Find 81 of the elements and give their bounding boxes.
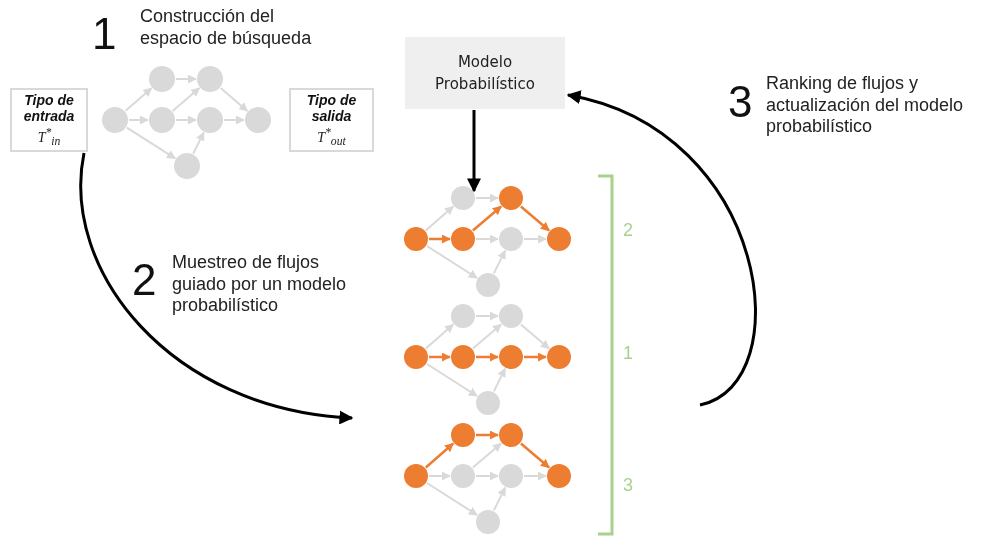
arrow [424, 205, 455, 232]
step-text: Muestreo de flujos guiado por un modelo probabilístico [172, 252, 348, 317]
step-text: Construcción del espacio de búsqueda [140, 6, 313, 50]
arrow [429, 234, 451, 244]
rank-number: 2 [623, 220, 633, 241]
arrow [471, 323, 503, 350]
graph-node [499, 227, 523, 251]
box-heading: Tipo de salida [305, 91, 358, 124]
arrow [520, 205, 550, 232]
graph-node [404, 345, 428, 369]
arrow [171, 87, 201, 112]
arrow [425, 245, 479, 279]
graph-node [476, 391, 500, 415]
arrow [471, 442, 503, 469]
graph-node [547, 464, 571, 488]
arrow [125, 126, 177, 160]
arrow [476, 352, 499, 362]
arrow [429, 352, 451, 362]
arrow [79, 152, 354, 424]
arrow [492, 486, 507, 512]
arrow [519, 323, 551, 350]
arrow [175, 74, 197, 84]
graph-node [451, 227, 475, 251]
arrow [523, 471, 547, 481]
graph-node [149, 66, 175, 92]
graph-node [476, 510, 500, 534]
rank-number: 1 [623, 343, 633, 364]
graph-node [499, 345, 523, 369]
graph-node [404, 227, 428, 251]
arrow [475, 193, 499, 203]
step-text: Ranking de flujos y actualización del modelo probabilístico [766, 73, 965, 138]
graph-node [451, 345, 475, 369]
graph-node [499, 423, 523, 447]
graph-node [499, 304, 523, 328]
arrow [219, 87, 249, 112]
step-number: 1 [92, 12, 117, 56]
step-number: 3 [728, 80, 753, 124]
graph-node [499, 186, 523, 210]
graph-node [547, 345, 571, 369]
graph-node [149, 107, 175, 133]
graph-node [451, 423, 475, 447]
graph-node [404, 464, 428, 488]
arrow [425, 363, 479, 397]
arrow [192, 131, 205, 155]
graph-node [451, 186, 475, 210]
graph-node [476, 273, 500, 297]
arrow [467, 110, 481, 193]
arrow [425, 482, 479, 516]
arrow [476, 430, 499, 440]
arrow [524, 352, 547, 362]
box-heading: Tipo de entrada [22, 91, 76, 124]
arrow [124, 87, 153, 112]
arrow [128, 115, 149, 125]
graph-node [174, 153, 200, 179]
graph-node [451, 464, 475, 488]
arrow [424, 442, 455, 469]
arrow [424, 323, 455, 350]
step-number: 2 [132, 258, 157, 302]
arrow [223, 115, 245, 125]
model-box: Modelo Probabilístico [405, 37, 565, 109]
arrow [520, 442, 550, 469]
graph-node [197, 107, 223, 133]
graph-node [245, 107, 271, 133]
arrow [492, 367, 507, 393]
arrow [523, 234, 547, 244]
rank-number: 3 [623, 475, 633, 496]
graph-node [499, 464, 523, 488]
type-box [289, 88, 374, 152]
graph-node [451, 304, 475, 328]
graph-node [547, 227, 571, 251]
arrow [475, 311, 499, 321]
arrow [175, 115, 197, 125]
graph-node [197, 66, 223, 92]
arrow [472, 205, 502, 232]
arrow [475, 471, 499, 481]
arrow [475, 234, 499, 244]
arrow [566, 91, 757, 407]
type-box [10, 88, 88, 152]
graph-node [102, 107, 128, 133]
arrow [428, 471, 451, 481]
arrow [492, 249, 507, 275]
